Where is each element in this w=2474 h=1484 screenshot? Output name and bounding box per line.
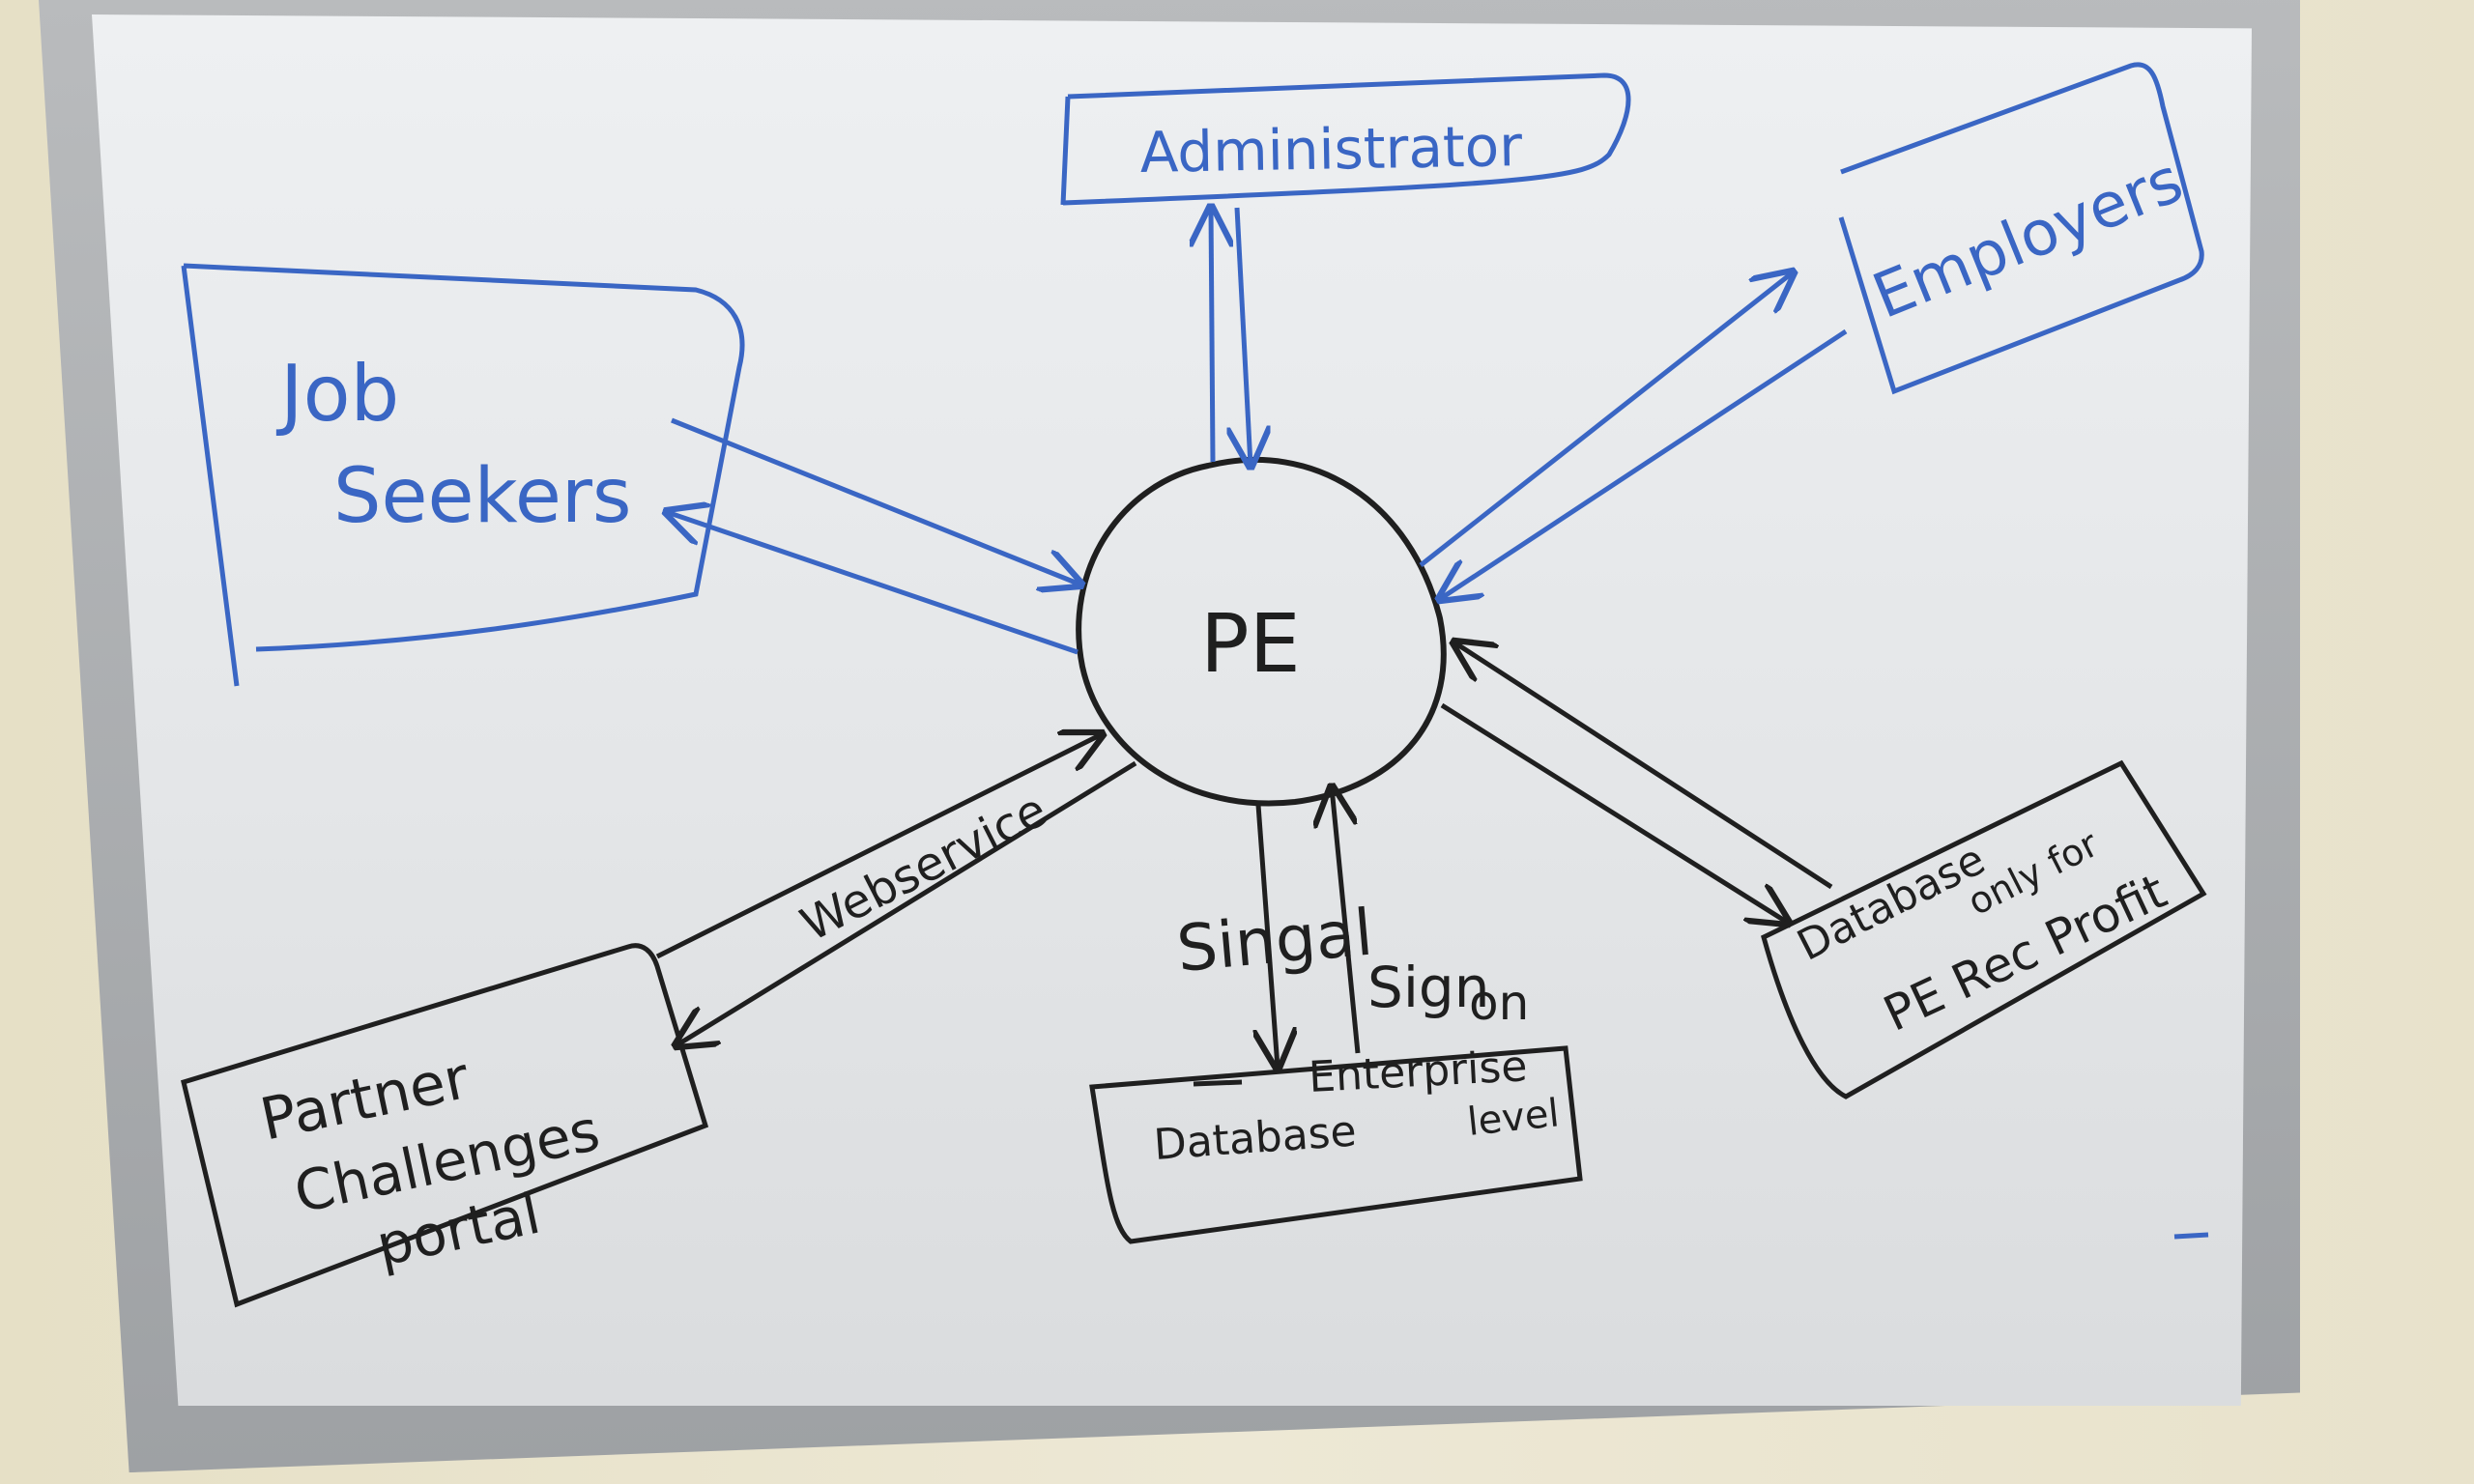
partner-portal-node: Partner Challenges portal: [181, 943, 709, 1308]
arrow-employers-to-pe: [1440, 328, 1848, 599]
enterprise-db-box: [1089, 1045, 1583, 1244]
sso-label-1: Singal: [1174, 896, 1376, 986]
arrow-pe-to-enterprise-db: [1258, 804, 1278, 1068]
arrow-partner-to-pe: [655, 734, 1102, 959]
arrow-pe-db-to-pe: [1454, 642, 1833, 890]
sso-label-2: Sign: [1367, 955, 1490, 1020]
employers-node: Employers: [1838, 62, 2204, 395]
job-seekers-node: Job Seekers: [181, 263, 745, 687]
arrow-enterprise-db-to-pe: [1332, 787, 1361, 1054]
pe-db-node: Database only for PE Rec Profit: [1761, 759, 2207, 1099]
stray-blue-mark: [2173, 1232, 2209, 1240]
arrow-pe-to-jobseekers: [667, 512, 1079, 655]
arrow-pe-to-admin: [1211, 208, 1213, 463]
sso-label-3: on: [1469, 975, 1529, 1031]
pe-db-box: [1761, 759, 2207, 1099]
arrow-admin-to-pe: [1237, 207, 1251, 466]
enterprise-db-node: Enterprise Database level: [1089, 1042, 1583, 1244]
enterprise-db-label-3: level: [1465, 1091, 1561, 1145]
job-seekers-label-1: Job: [275, 349, 399, 439]
employers-label: Employers: [1863, 145, 2192, 333]
administrator-node: Administrator: [1060, 72, 1631, 206]
enterprise-db-label-2: Database: [1152, 1106, 1358, 1170]
pe-node: PE: [1076, 456, 1447, 807]
job-seekers-label-2: Seekers: [333, 453, 632, 540]
pe-label: PE: [1200, 596, 1301, 691]
administrator-box: [1062, 72, 1631, 206]
arrow-pe-to-partner: [676, 760, 1137, 1045]
arrow-pe-to-employers: [1419, 272, 1793, 567]
job-seekers-box: [181, 263, 745, 687]
arrow-jobseekers-to-pe: [671, 417, 1080, 585]
whiteboard-surface: [92, 14, 2252, 1406]
partner-portal-box: [181, 943, 709, 1308]
employers-box: [1838, 62, 2204, 395]
enterprise-db-label-1: Enterprise: [1308, 1042, 1529, 1102]
administrator-label: Administrator: [1139, 113, 1523, 186]
arrow-pe-to-pe-db: [1440, 702, 1788, 923]
